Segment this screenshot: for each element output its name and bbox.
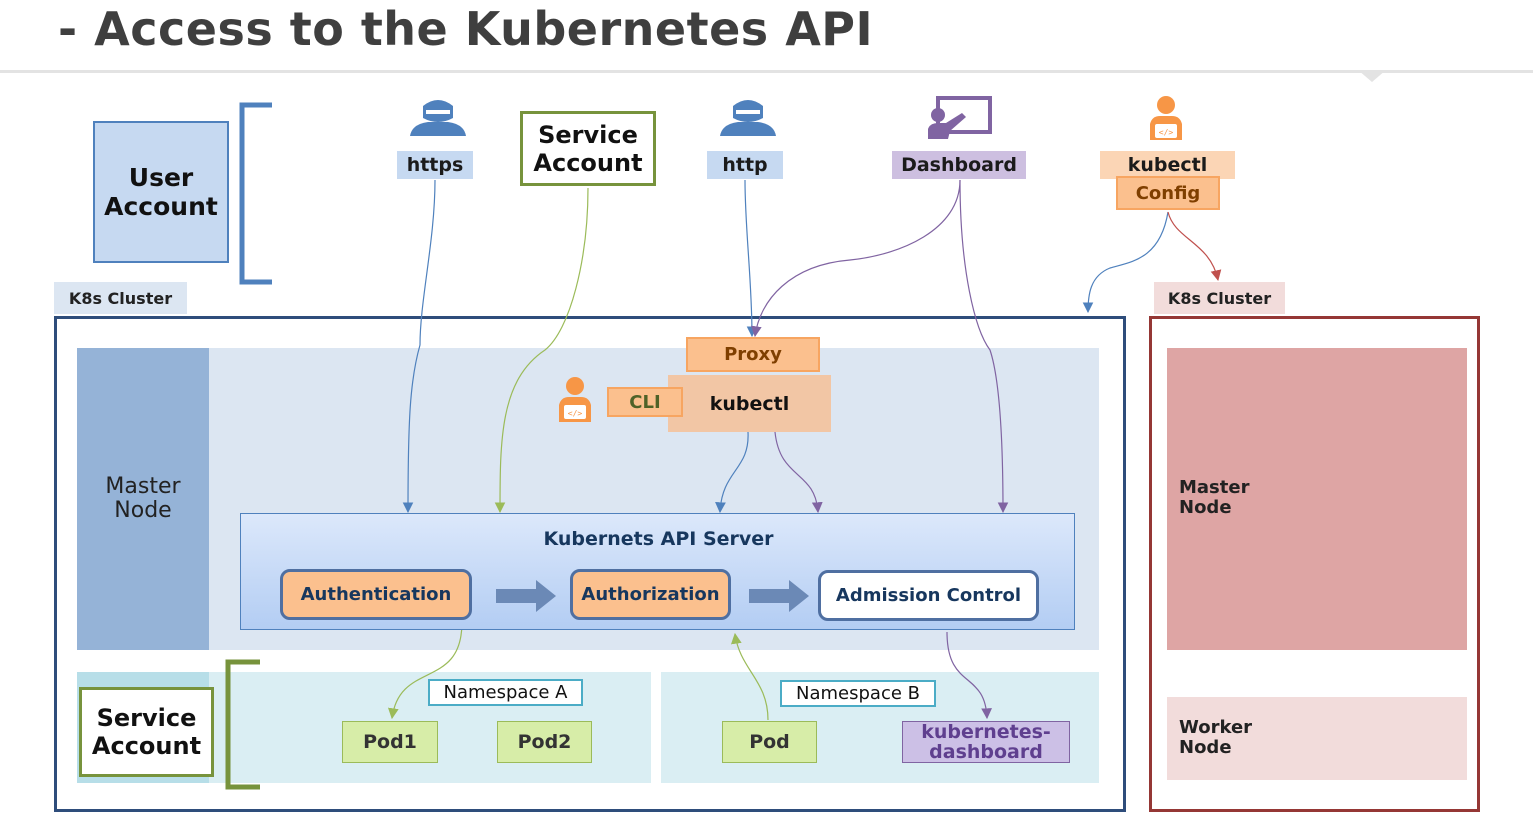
right-worker-node-label: Worker Node [1179,717,1253,758]
developer-icon: </> [1150,96,1182,140]
page-title: - Access to the Kubernetes API [58,2,874,56]
user-account-box: User Account [93,121,229,263]
left-cluster-tag: K8s Cluster [54,282,187,314]
service-account-top-box: Service Account [520,111,656,186]
right-master-node: Master Node [1167,348,1467,650]
presenter-board-icon [928,96,992,139]
arrow-right-icon [496,580,556,612]
pod: Pod [722,721,817,763]
service-account-bottom-box: Service Account [79,687,214,777]
right-cluster-frame [1149,316,1480,812]
api-server-title: Kubernets API Server [543,528,774,550]
right-worker-node: Worker Node [1167,697,1467,780]
pod1: Pod1 [342,721,438,763]
authentication-stage: Authentication [280,569,472,620]
authorization-stage: Authorization [570,569,731,620]
https-label: https [397,151,473,179]
user-icon [720,100,776,136]
title-divider-notch [1358,70,1386,82]
admission-control-stage: Admission Control [818,570,1039,621]
namespace-a-label: Namespace A [428,679,583,706]
title-divider [0,70,1533,73]
dashboard-label: Dashboard [892,151,1026,179]
svg-text:</>: </> [1159,128,1174,137]
right-cluster-tag: K8s Cluster [1154,282,1285,314]
user-bracket [239,102,272,285]
proxy-box: Proxy [686,337,820,372]
http-label: http [707,151,783,179]
service-account-bracket [225,659,260,790]
cli-box: CLI [607,387,683,417]
kubectl-box: kubectl [668,375,831,432]
kubernetes-dashboard-pod: kubernetes- dashboard [902,721,1070,763]
pod2: Pod2 [497,721,592,763]
left-cluster-frame [54,316,1126,812]
svg-text:</>: </> [568,409,583,418]
developer-icon: </> [559,377,591,422]
namespace-b-label: Namespace B [780,680,936,707]
kubectl-top-label: kubectl [1100,151,1235,179]
user-icon [410,100,466,136]
right-master-node-label: Master Node [1179,477,1250,518]
arrow-right-icon [749,580,809,612]
config-box: Config [1116,176,1220,210]
master-node-label: Master Node [77,348,209,650]
